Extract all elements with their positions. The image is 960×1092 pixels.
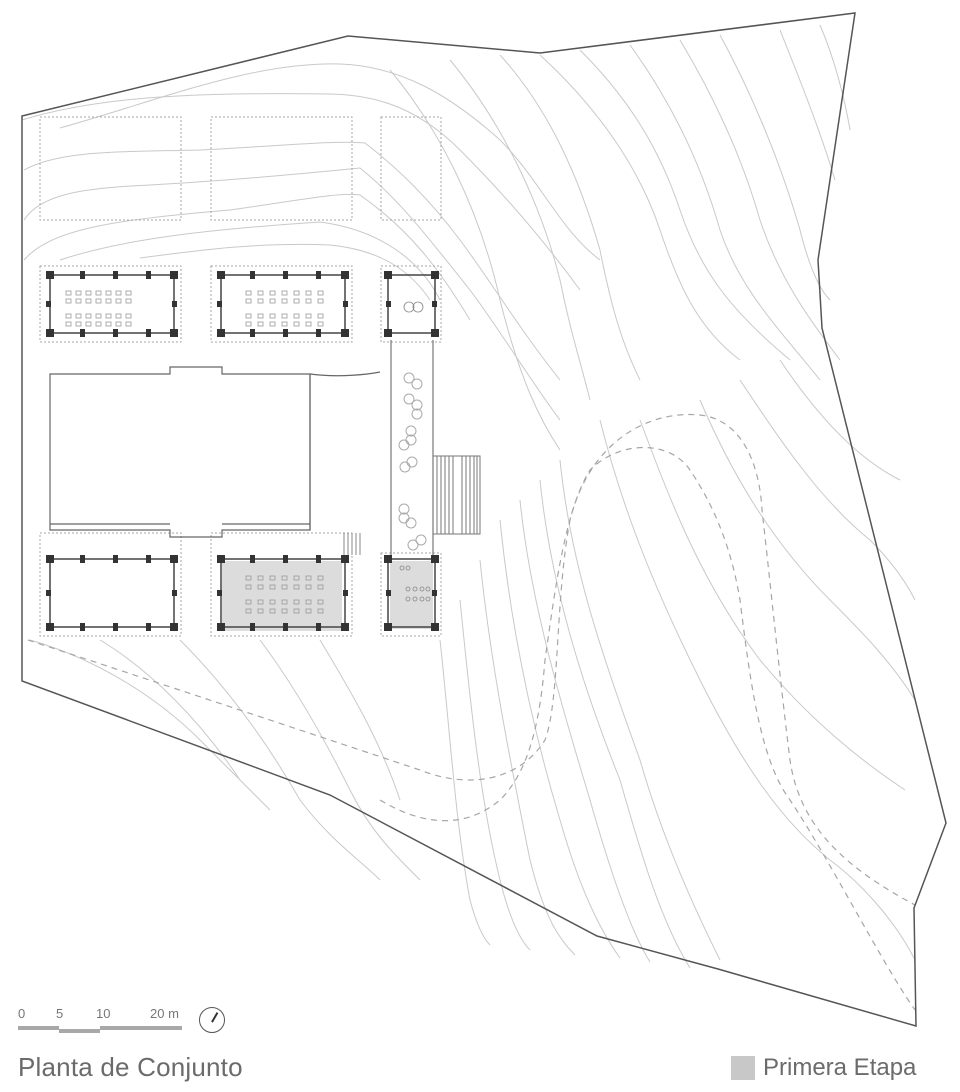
desks xyxy=(65,290,324,614)
legend-swatch-first-stage xyxy=(731,1056,755,1080)
corridor xyxy=(390,340,434,555)
central-courtyard xyxy=(49,366,381,538)
scale-segment-2 xyxy=(59,1029,100,1033)
north-arrow-icon xyxy=(199,1007,225,1033)
scale-tick-5: 5 xyxy=(56,1006,64,1021)
desks-top-middle xyxy=(245,290,324,327)
contour-lines xyxy=(21,24,916,969)
access-path xyxy=(27,413,916,1011)
service-top xyxy=(387,274,436,334)
scale-tick-20: 20 m xyxy=(150,1006,179,1021)
legend: Primera Etapa xyxy=(731,1054,916,1082)
desks-bottom-middle xyxy=(245,575,324,614)
scale-segment-3 xyxy=(100,1026,182,1030)
first-stage-restroom-fill xyxy=(390,561,433,629)
scale-bar: 0 5 10 20 m xyxy=(18,1006,188,1036)
drawing-title: Planta de Conjunto xyxy=(18,1052,243,1082)
scale-tick-10: 10 xyxy=(96,1006,111,1021)
scale-tick-0: 0 xyxy=(18,1006,26,1021)
classroom-top-left xyxy=(49,274,175,334)
legend-label: Primera Etapa xyxy=(763,1054,917,1081)
site-boundary xyxy=(21,12,947,1028)
classroom-bottom-left xyxy=(49,558,175,628)
restroom-fixtures xyxy=(399,301,431,602)
north-needle xyxy=(211,1012,218,1023)
scale-segment-1 xyxy=(18,1026,59,1030)
first-stage-classroom-fill xyxy=(222,561,342,631)
hexagon-pavers xyxy=(398,372,427,551)
stairs-courtyard xyxy=(343,533,361,555)
future-expansion-zones xyxy=(39,116,442,637)
classroom-top-middle xyxy=(220,274,346,334)
desks-top-left xyxy=(65,290,132,327)
structural-columns xyxy=(46,271,439,631)
stairs-east xyxy=(432,455,481,535)
